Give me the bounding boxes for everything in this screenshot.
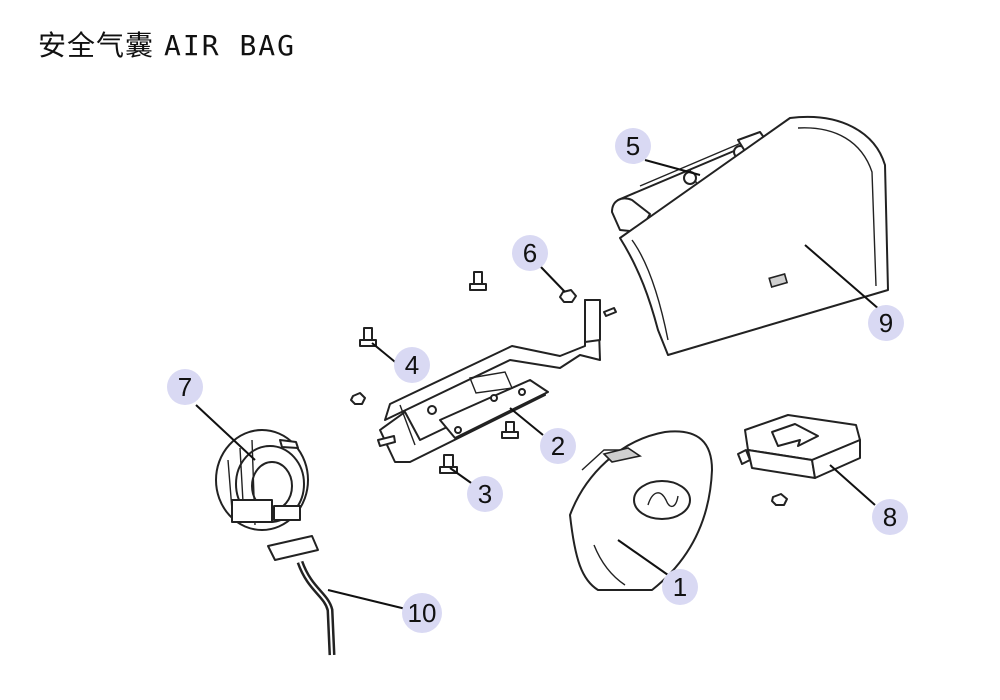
bolt-3 bbox=[439, 454, 458, 474]
callout-6: 6 bbox=[512, 235, 548, 271]
callout-2: 2 bbox=[540, 428, 576, 464]
callout-5: 5 bbox=[615, 128, 651, 164]
airbag-bracket bbox=[379, 299, 601, 463]
callout-8-number: 8 bbox=[883, 502, 897, 532]
callout-4: 4 bbox=[394, 347, 430, 383]
callout-3: 3 bbox=[467, 476, 503, 512]
page-title: 安全气囊 AIR BAG bbox=[38, 24, 296, 64]
callout-1-number: 1 bbox=[673, 572, 687, 602]
callout-8: 8 bbox=[872, 499, 908, 535]
clock-spring bbox=[215, 429, 309, 531]
callout-5-number: 5 bbox=[626, 131, 640, 161]
nut-left bbox=[350, 392, 366, 405]
callout-6-number: 6 bbox=[523, 238, 537, 268]
callout-7-number: 7 bbox=[178, 372, 192, 402]
title-english: AIR BAG bbox=[164, 29, 297, 62]
callout-7: 7 bbox=[167, 369, 203, 405]
callout-9: 9 bbox=[868, 305, 904, 341]
bolt-4a bbox=[359, 327, 377, 347]
airbag-control-unit bbox=[737, 414, 861, 506]
screw-a bbox=[603, 307, 617, 317]
callout-1: 1 bbox=[662, 569, 698, 605]
callout-4-number: 4 bbox=[405, 350, 419, 380]
bolt-top bbox=[469, 271, 487, 291]
callout-2-number: 2 bbox=[551, 431, 565, 461]
fasteners bbox=[350, 271, 617, 474]
callout-3-number: 3 bbox=[478, 479, 492, 509]
bolt-mid bbox=[501, 421, 519, 439]
callout-10-number: 10 bbox=[408, 598, 437, 628]
screw-b bbox=[377, 435, 396, 447]
wiring-harness bbox=[267, 535, 336, 656]
driver-airbag-cover bbox=[569, 430, 713, 591]
callout-9-number: 9 bbox=[879, 308, 893, 338]
nut-8 bbox=[771, 493, 788, 506]
callout-10: 10 bbox=[402, 593, 442, 633]
title-chinese: 安全气囊 bbox=[38, 29, 155, 62]
nut-6 bbox=[559, 289, 577, 303]
passenger-airbag-module bbox=[611, 116, 889, 356]
